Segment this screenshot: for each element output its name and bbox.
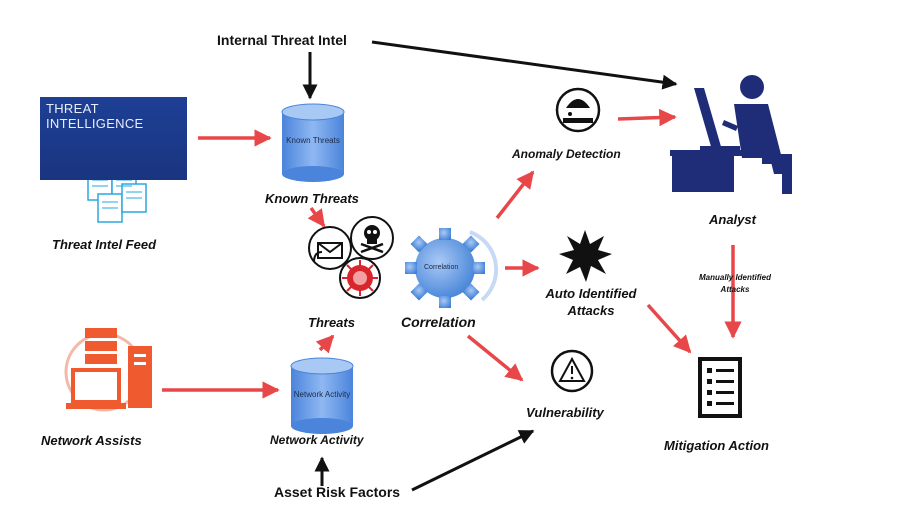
analyst-icon <box>670 75 792 194</box>
internal-threat-intel-label: Internal Threat Intel <box>217 32 347 48</box>
asset-risk-factors-label: Asset Risk Factors <box>274 484 401 500</box>
arrow-networkdb-to-threats <box>315 334 335 354</box>
explosion-icon <box>559 230 612 282</box>
hacker-icon <box>555 87 601 133</box>
black-arrows <box>302 40 678 492</box>
analyst-label: Analyst <box>709 212 756 227</box>
arrow-correlation-to-vuln <box>466 334 524 382</box>
email-icon <box>308 226 352 270</box>
threat-intelligence-banner-text: THREAT INTELLIGENCE <box>46 101 144 131</box>
anomaly-detection-label: Anomaly Detection <box>512 147 621 161</box>
threat-intelligence-banner: THREAT INTELLIGENCE <box>40 97 187 180</box>
red-arrows <box>162 108 742 399</box>
known-threats-db-label: Known Threats <box>286 136 340 145</box>
correlation-gear-label: Correlation <box>424 264 459 271</box>
arrow-attacks-to-mitigation <box>646 303 692 354</box>
network-activity-label: Network Activity <box>270 433 364 447</box>
arrow-asset-to-vulnerability <box>411 429 535 492</box>
arrow-internal-to-analyst <box>371 40 678 90</box>
arrow-correlation-to-anomaly <box>495 170 535 220</box>
network-activity-db-label: Network Activity <box>293 390 351 399</box>
skull-icon <box>350 216 394 260</box>
arrow-known-to-threats <box>307 206 326 228</box>
threats-label: Threats <box>308 315 355 330</box>
correlation-label: Correlation <box>401 314 476 330</box>
manually-identified-attacks-label: Manually Identified Attacks <box>698 273 771 294</box>
laptop-icon <box>66 368 126 409</box>
known-threats-label: Known Threats <box>265 191 359 206</box>
network-assists-label: Network Assists <box>41 433 142 448</box>
gear-icon <box>405 228 499 308</box>
virus-icon <box>339 257 381 299</box>
auto-identified-attacks-label: Auto Identified Attacks <box>545 286 637 318</box>
warning-icon <box>550 349 594 393</box>
threat-intel-feed-label: Threat Intel Feed <box>52 237 157 252</box>
checklist-icon <box>698 357 742 418</box>
arrow-anomaly-to-analyst <box>617 108 677 127</box>
database-icon <box>281 103 345 182</box>
database-icon <box>290 357 354 434</box>
vulnerability-label: Vulnerability <box>526 405 604 420</box>
server-icon <box>64 328 152 412</box>
mitigation-action-label: Mitigation Action <box>664 438 769 453</box>
